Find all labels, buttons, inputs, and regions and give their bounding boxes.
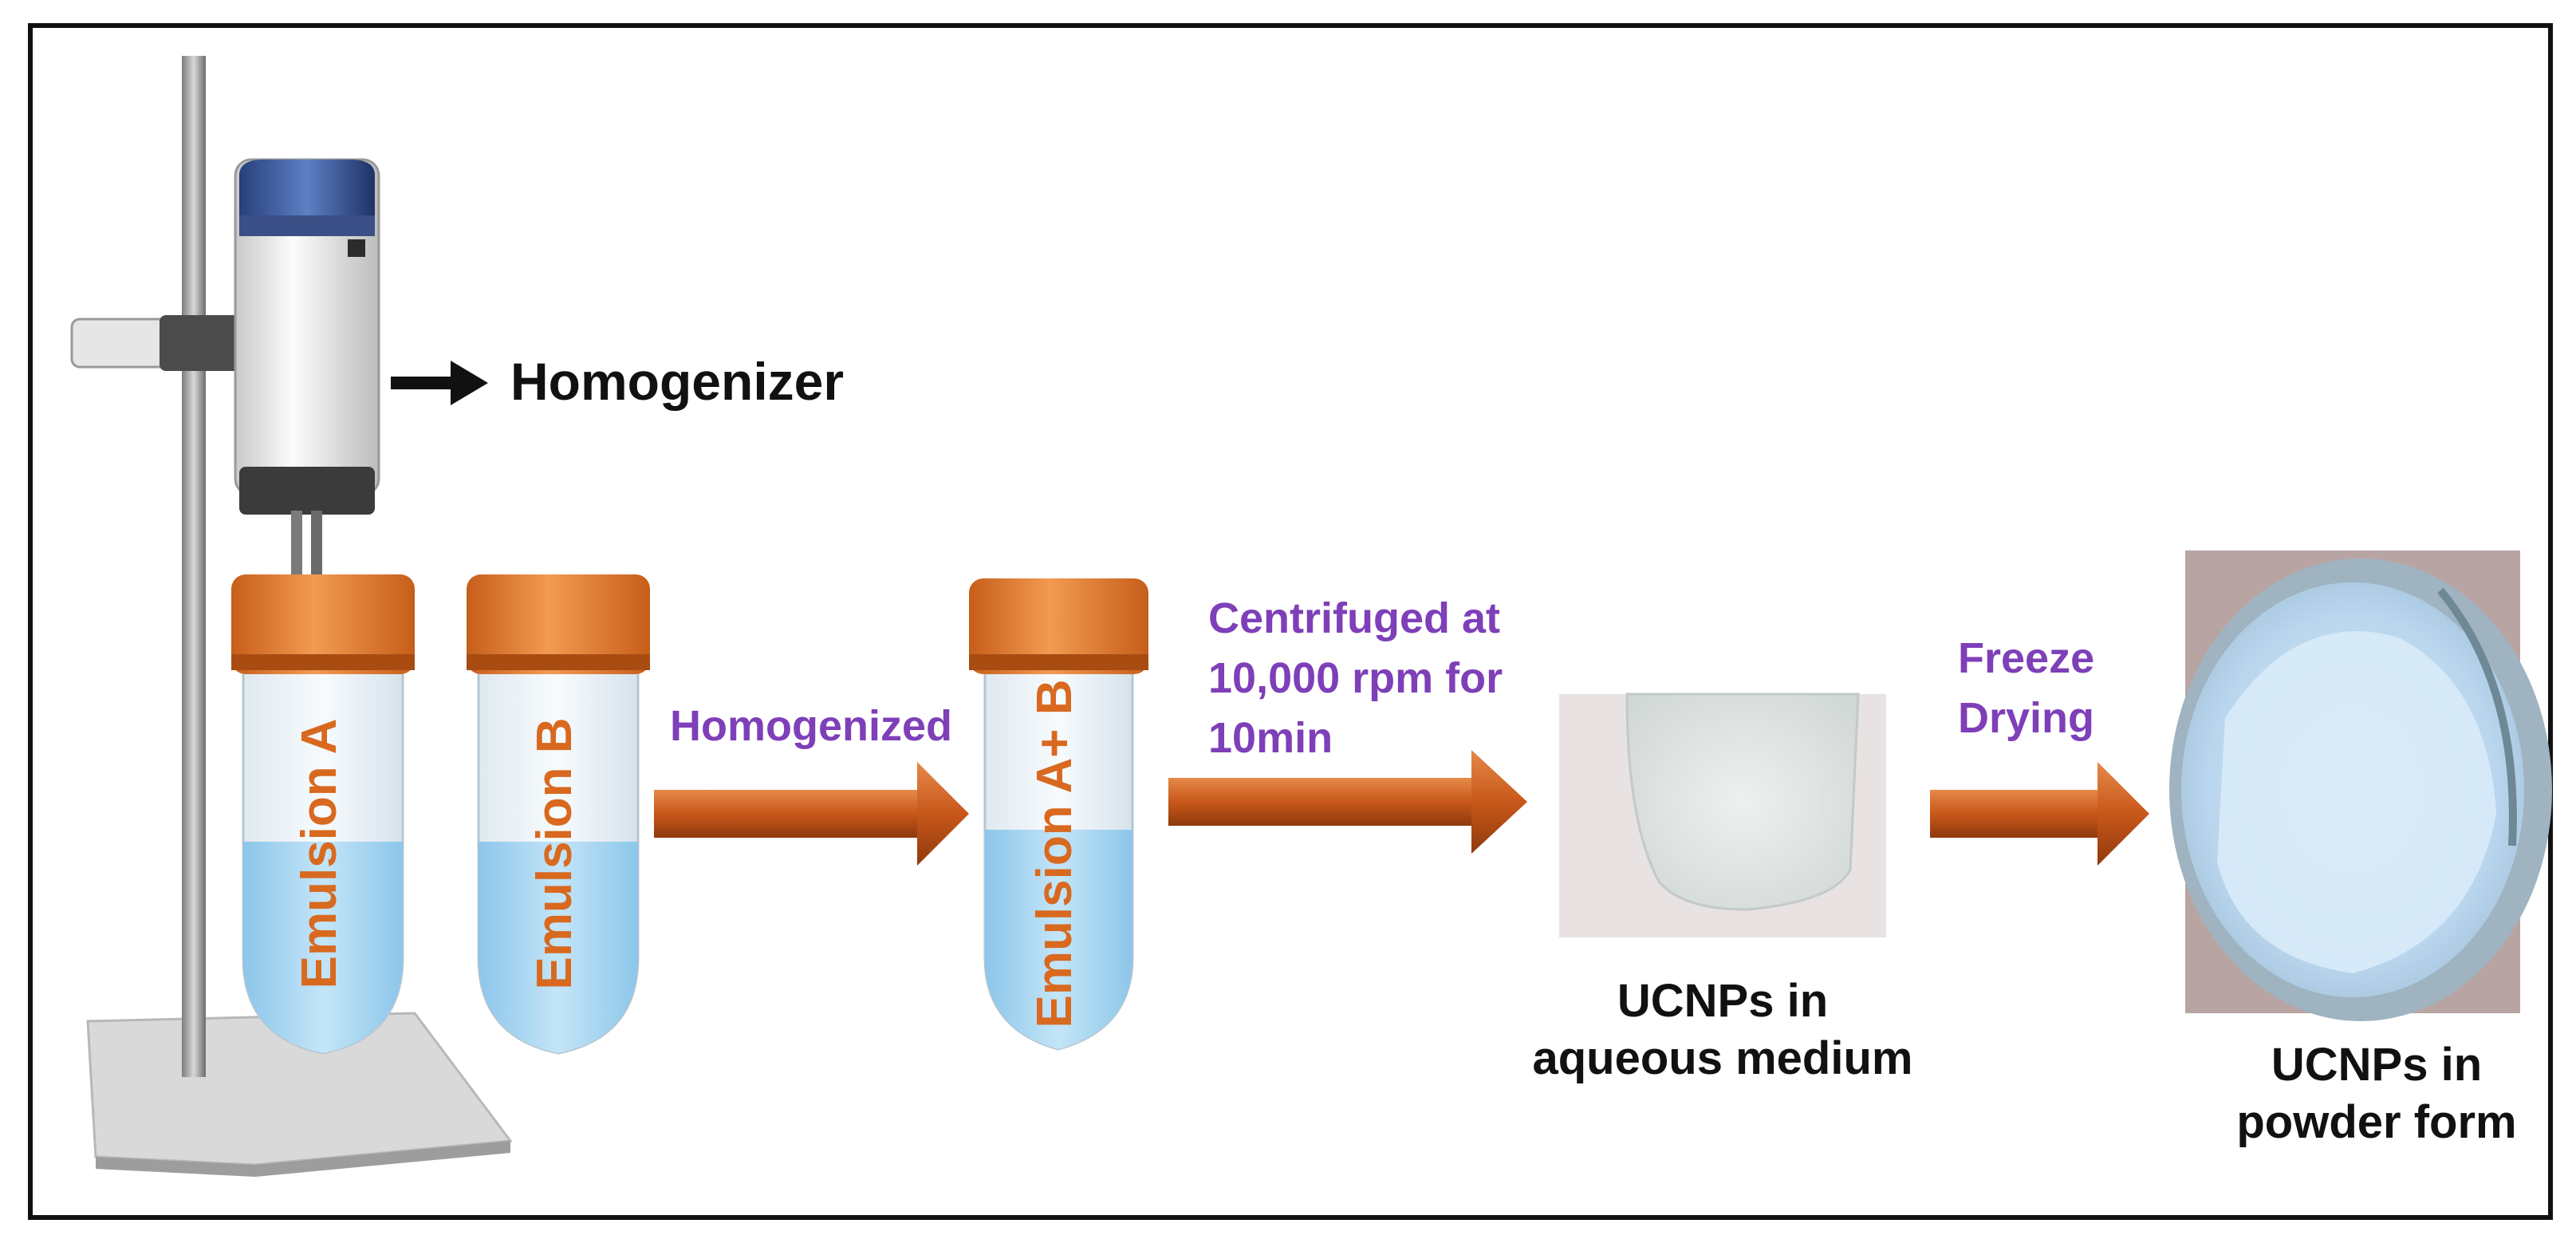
homogenizer-label: Homogenizer (510, 352, 845, 411)
aqueous-caption-line2: aqueous medium (1532, 1032, 1913, 1084)
freeze-label-line2: Drying (1958, 694, 2095, 742)
homogenized-label: Homogenized (670, 702, 953, 750)
arrow-homogenized (654, 762, 969, 866)
tube-ab-image (969, 578, 1148, 1051)
aqueous-caption-line1: UCNPs in (1617, 975, 1829, 1027)
figure-frame (28, 23, 2553, 1220)
centrifuged-label-line3: 10min (1208, 714, 1333, 762)
tube-b-image (467, 574, 650, 1055)
tube-a-label: Emulsion A (292, 718, 347, 989)
homogenizer-pointer-arrow (391, 361, 488, 405)
powder-form-photo (2169, 550, 2552, 1021)
tube-a-image (231, 574, 415, 1055)
powder-caption-line1: UCNPs in (2271, 1039, 2483, 1091)
centrifuged-label-line2: 10,000 rpm for (1208, 654, 1503, 702)
arrow-centrifuged (1168, 750, 1527, 854)
stand-pole (182, 56, 206, 1077)
centrifuged-label-line1: Centrifuged at (1208, 594, 1501, 642)
freeze-label-line1: Freeze (1958, 634, 2095, 682)
tube-b-label: Emulsion B (527, 717, 582, 990)
homogenizer-image (234, 158, 380, 582)
powder-caption-line2: powder form (2236, 1096, 2517, 1148)
tube-ab-label: Emulsion A+ B (1027, 679, 1082, 1028)
arrow-freeze-drying (1930, 762, 2149, 866)
aqueous-medium-photo (1559, 693, 1886, 937)
